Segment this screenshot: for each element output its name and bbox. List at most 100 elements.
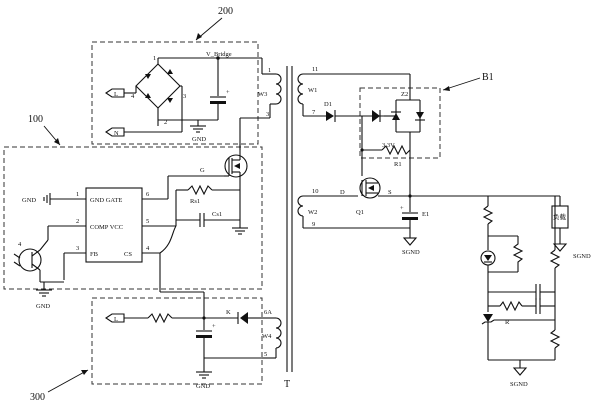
led-opto xyxy=(480,250,496,266)
w3-pin-1: 1 xyxy=(268,67,271,74)
w1-label: W1 xyxy=(308,87,317,94)
regulator-label: R xyxy=(505,319,510,326)
ic-pin-1: 1 xyxy=(76,191,79,198)
winding-w1 xyxy=(297,73,411,117)
resistor-divider-upper xyxy=(549,249,561,269)
zener-voltage-label: 3.3V xyxy=(382,142,395,149)
diode-k xyxy=(237,312,262,324)
cs-crossover-wire xyxy=(159,225,177,254)
ac-input-l-label: L xyxy=(114,91,118,98)
winding-w3 xyxy=(239,58,282,150)
resistor-divider-lower xyxy=(549,329,561,349)
block-b1-outline xyxy=(359,87,441,159)
bridge-gnd-label: GND xyxy=(192,136,206,143)
block-b1-arrowhead xyxy=(443,86,450,91)
e1-label: E1 xyxy=(422,211,429,218)
resistor-fb-upper xyxy=(482,205,494,225)
ic-pin-5: 5 xyxy=(146,218,149,225)
ic-pin-3: 3 xyxy=(76,245,79,252)
aux-capacitor xyxy=(196,318,212,372)
gnd-symbol-aux xyxy=(196,371,212,379)
w4-label: W4 xyxy=(262,333,272,340)
transformer-core xyxy=(286,66,293,372)
resistor-rs1 xyxy=(187,184,213,196)
winding-w2 xyxy=(297,195,410,229)
ic-gnd-label: GND xyxy=(22,197,36,204)
ic-row3-cs: CS xyxy=(124,251,132,258)
diode-k-label: K xyxy=(226,309,231,316)
rs1-label: Rs1 xyxy=(190,198,200,205)
w1-pin-11: 11 xyxy=(312,66,318,73)
gnd-symbol-ic xyxy=(43,193,51,205)
gnd-symbol-opto xyxy=(36,289,52,297)
sgnd-symbol-load xyxy=(552,243,568,252)
block-100-arrowhead xyxy=(54,138,60,145)
aux-cap-plus: + xyxy=(212,323,216,330)
block-300-pointer xyxy=(47,369,89,393)
w3-label: W3 xyxy=(258,91,267,98)
bridge-rectifier xyxy=(135,57,262,126)
ic-row1: GND GATE xyxy=(90,197,122,204)
bridge-pin-4: 4 xyxy=(131,93,135,100)
opto-gnd-label: GND xyxy=(36,303,50,310)
sgnd-symbol-bottom xyxy=(512,367,528,376)
w2-pin-10: 10 xyxy=(312,188,319,195)
resistor-comp xyxy=(499,300,523,312)
r1-label: R1 xyxy=(394,161,402,168)
block-100-outline xyxy=(3,146,263,290)
w4-pin-6a: 6A xyxy=(264,309,272,316)
gate-label: G xyxy=(200,167,205,174)
gnd-symbol-bridge xyxy=(190,120,206,133)
block-200-arrowhead xyxy=(196,33,202,40)
bridge-pin-2: 2 xyxy=(164,119,167,126)
resistor-aux xyxy=(147,312,173,324)
block-200-label: 200 xyxy=(218,6,233,17)
bulk-cap-plus: + xyxy=(226,89,230,96)
block-300-outline xyxy=(91,297,263,385)
aux-input-label: L xyxy=(114,316,118,323)
d1-label: D1 xyxy=(324,101,332,108)
block-200-outline xyxy=(91,41,259,145)
q1-label: Q1 xyxy=(356,209,364,216)
transformer-label: T xyxy=(284,379,290,390)
z2-label: Z2 xyxy=(401,91,408,98)
opto-pin-4: 4 xyxy=(18,241,22,248)
bulk-capacitor xyxy=(210,58,226,120)
v-bridge-label: V_Bridge xyxy=(206,51,232,58)
comp-cap-2 xyxy=(535,298,541,314)
w3-pin-3: 3 xyxy=(266,111,269,118)
ic-pin-6: 6 xyxy=(146,191,150,198)
block-100-label: 100 xyxy=(28,114,43,125)
capacitor-cs1 xyxy=(199,213,205,227)
zener-3v3 xyxy=(362,110,396,122)
aux-gnd-label: GND xyxy=(196,383,210,390)
comp-cap-1 xyxy=(535,284,541,300)
winding-w4 xyxy=(262,317,282,359)
block-b1-label: B1 xyxy=(482,72,494,83)
q1-d-label: D xyxy=(340,189,345,196)
w4-pin-5: 5 xyxy=(264,351,267,358)
ic-pin-4: 4 xyxy=(146,245,150,252)
ac-input-n-label: N xyxy=(114,130,119,137)
resistor-r1 xyxy=(381,144,411,156)
diode-d1 xyxy=(326,110,362,122)
cs1-label: Cs1 xyxy=(212,211,222,218)
resistor-fb-shunt xyxy=(512,236,524,272)
w1-pin-7: 7 xyxy=(312,109,316,116)
bridge-pin-1: 1 xyxy=(153,55,156,62)
block-300-arrowhead xyxy=(81,370,88,375)
load-label: 负载 xyxy=(553,212,567,221)
e1-plus: + xyxy=(400,205,404,212)
capacitor-e1 xyxy=(402,196,418,238)
q1-s-label: S xyxy=(388,189,392,196)
w2-pin-9: 9 xyxy=(312,221,315,228)
ic-pin-2: 2 xyxy=(76,218,79,225)
opto-transistor xyxy=(13,239,49,282)
block-300-label: 300 xyxy=(30,392,45,403)
controller-ic xyxy=(85,187,143,263)
load-sgnd-label: SGND xyxy=(573,253,591,260)
bottom-sgnd-label: SGND xyxy=(510,381,528,388)
bridge-pin-3: 3 xyxy=(183,93,186,100)
w2-label: W2 xyxy=(308,209,317,216)
